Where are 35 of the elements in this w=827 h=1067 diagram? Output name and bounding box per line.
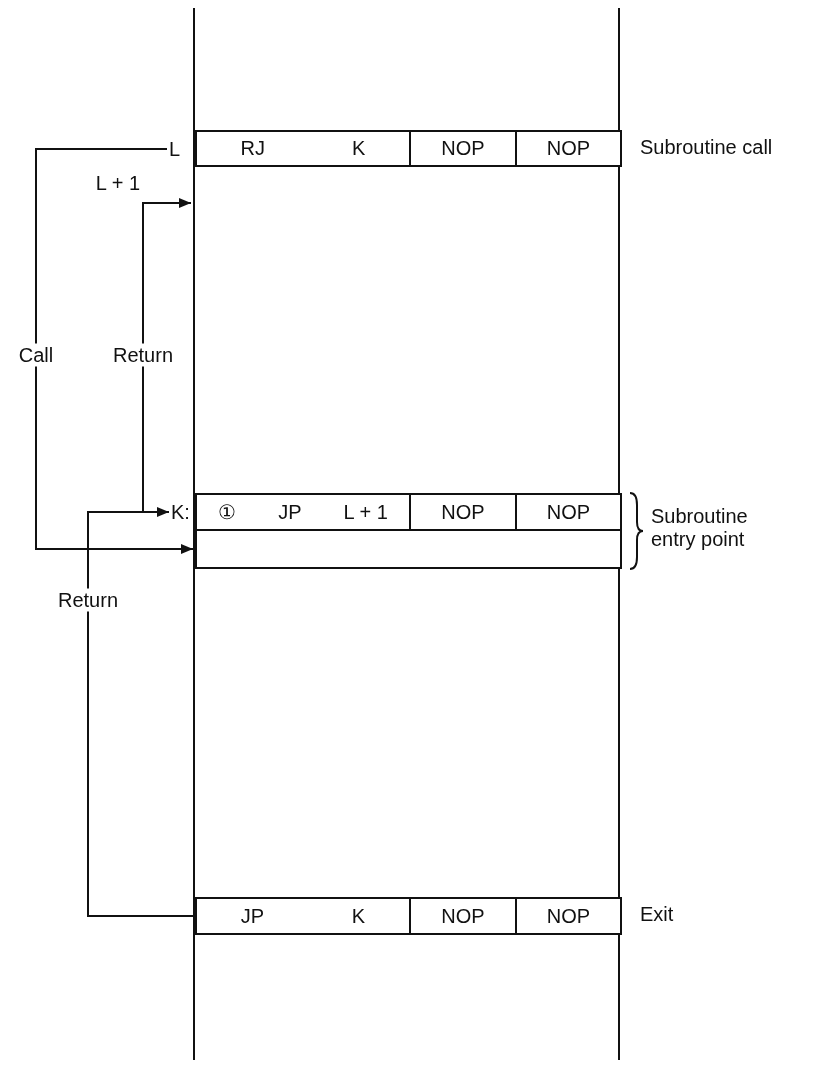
- memory-cell: [409, 897, 517, 935]
- instruction-text: JP: [278, 500, 302, 524]
- annotation-text: Subroutine entry point: [651, 505, 749, 551]
- memory-cell: [515, 130, 622, 167]
- instruction-text: K: [352, 137, 366, 160]
- memory-cell: [515, 493, 622, 531]
- address-label: K:: [171, 497, 190, 527]
- connector-arrow: [142, 198, 192, 513]
- edge-label: Call: [18, 343, 54, 367]
- edge-label: Return: [113, 343, 173, 367]
- instruction-text: L + 1: [343, 500, 388, 524]
- edge-label: Return: [58, 588, 118, 612]
- instruction-text: NOP: [441, 904, 485, 928]
- annotation-text: Subroutine call: [640, 136, 774, 159]
- memory-cell: [195, 493, 411, 531]
- address-label: L + 1: [94, 172, 140, 195]
- instruction-text: NOP: [441, 137, 485, 160]
- connector-arrow: [87, 507, 194, 917]
- address-label: L: [169, 134, 181, 164]
- memory-word: [195, 529, 622, 569]
- memory-cell: [409, 130, 517, 167]
- instruction-text: RJ: [240, 137, 265, 160]
- memory-cell: [195, 897, 411, 935]
- instruction-text: K: [351, 904, 366, 928]
- instruction-text: NOP: [546, 137, 591, 160]
- memory-cell: [195, 130, 411, 167]
- connector-arrow: [35, 148, 194, 554]
- annotation-text: Exit: [640, 903, 675, 926]
- instruction-text: NOP: [441, 500, 485, 524]
- instruction-text: NOP: [546, 500, 591, 524]
- instruction-text: JP: [240, 904, 265, 928]
- instruction-text: NOP: [546, 904, 591, 928]
- instruction-text: ①: [218, 500, 237, 524]
- memory-column: [193, 8, 620, 1060]
- memory-cell: [515, 897, 622, 935]
